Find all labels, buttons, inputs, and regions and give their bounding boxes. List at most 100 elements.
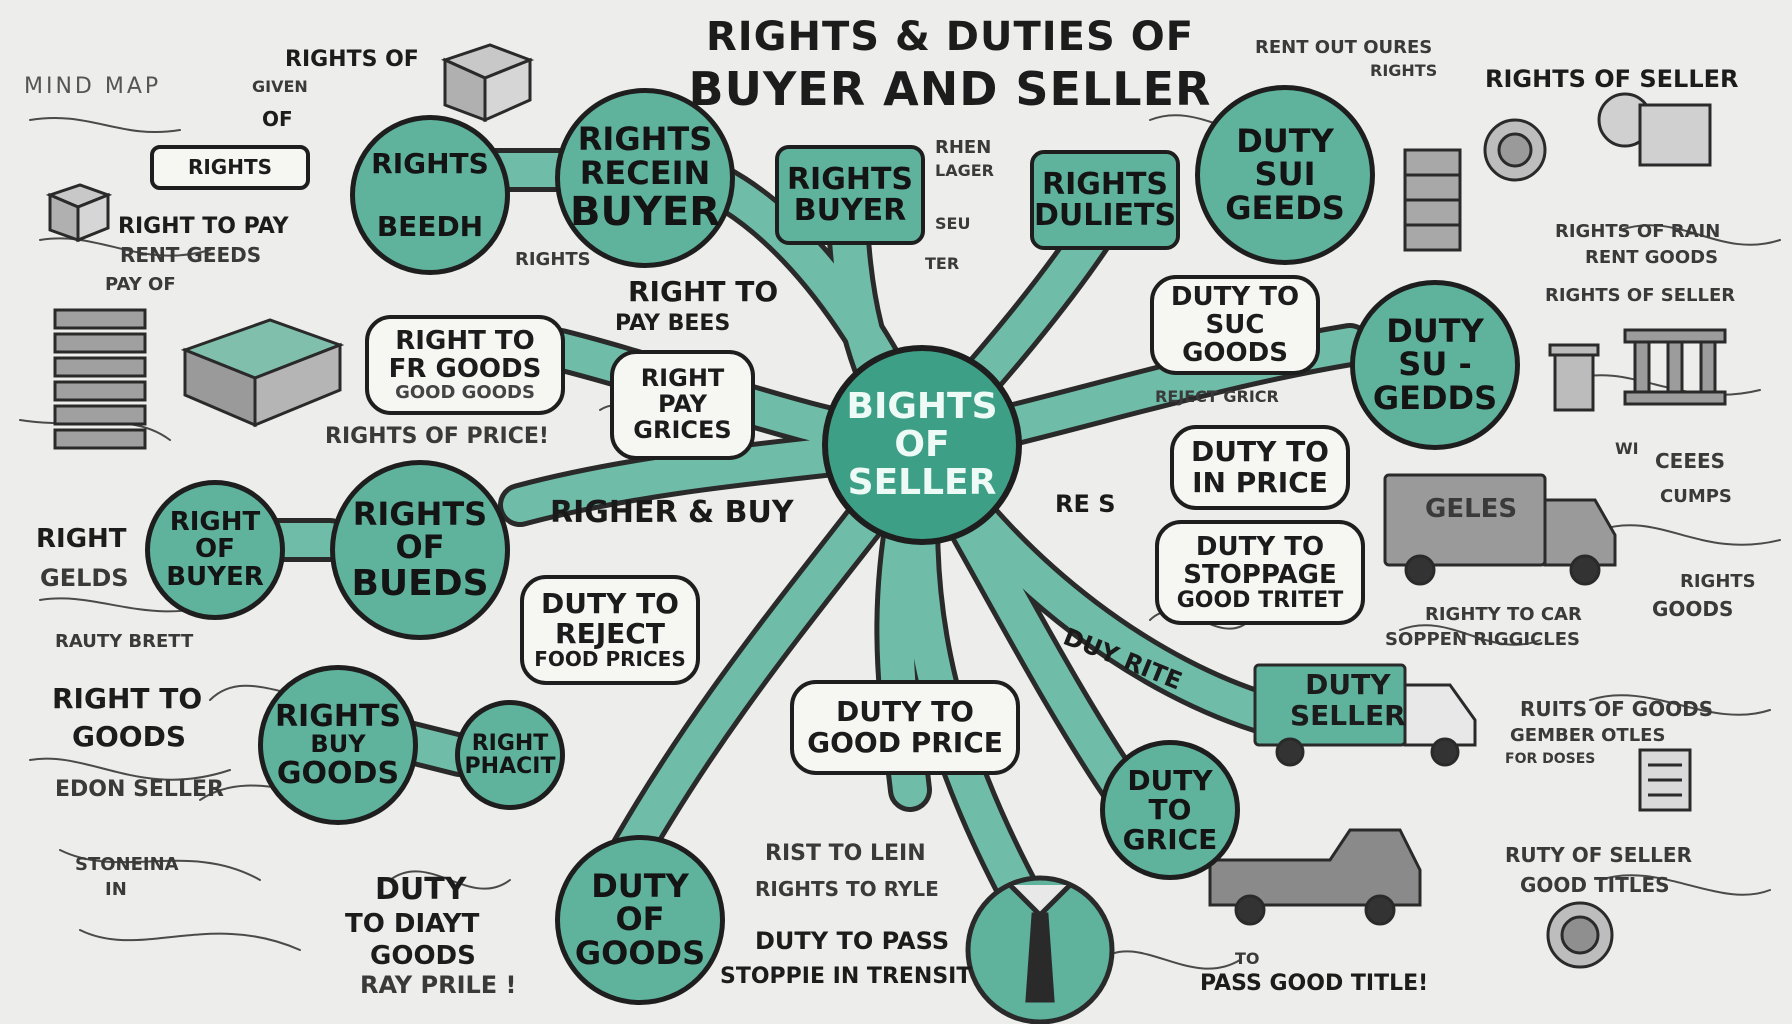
node-line: PHACIT [464,754,556,779]
bubble-duty-reject: DUTY TO REJECT FOOD PRICES [520,575,700,685]
node-line: RIGHT [471,730,549,756]
node-line: GRICE [1122,822,1218,856]
label: RIGHTS OF SELLER [1485,65,1739,93]
building-icon [1597,92,1712,167]
title-line-1: RIGHTS & DUTIES OF [705,14,1195,60]
label: RIGHTS OF SELLER [1545,285,1736,306]
coin-icon-top [1483,118,1547,182]
corner-label: MIND MAP [24,74,162,99]
node-line: DUTY [1127,763,1213,797]
bubble-line: DUTY TO [540,586,679,620]
bubble-line: DUTY TO [835,695,974,729]
bubble-line: RIGHT [640,364,725,393]
bubble-duty-good-price: DUTY TO GOOD PRICE [790,680,1020,775]
bubble-line: GOOD TRITET [1176,587,1344,613]
label: SEU [935,214,971,233]
label: LAGER [935,161,994,180]
label: IN [105,879,127,900]
label: CEEES [1655,449,1726,473]
label: RUITS OF GOODS [1520,697,1714,721]
node-duty-to-grice: DUTY TO GRICE [1100,740,1240,880]
label: DUTY TO PASS [755,927,950,955]
bubble-line: REJECT [555,617,665,651]
bubble-duty-in-price: DUTY TO IN PRICE [1170,425,1350,510]
node-line: DULIETS [1033,198,1177,233]
label: GELDS [40,564,129,592]
node-rights-buyer: RIGHTS BUYER [775,145,925,245]
center-line-2: OF [894,424,950,466]
node-line: BUYER [793,193,907,228]
bubble-duty-stoppage: DUTY TO STOPPAGE GOOD TRITET [1155,520,1365,625]
label: DUTY [375,872,467,907]
truck-label: GELES [1425,494,1518,524]
bubble-right-pay-grices: RIGHT PAY GRICES [610,350,755,460]
node-duty-seller: DUTY SELLER [1290,668,1406,732]
label: STONEINA [75,854,179,875]
label: TO DIAYT [345,909,480,939]
node-line: OF [195,534,235,565]
label: TO [1235,949,1260,968]
label: GIVEN [252,77,308,96]
box-icon-left [45,183,113,243]
label: RIGHT TO PAY [118,214,289,239]
label: RIGHTS [1370,61,1438,80]
node-line: BUYER [166,561,264,592]
label: STOPPIE IN TRENSIT [720,964,972,989]
bubble-line: FR GOODS [388,354,542,385]
bubble-line: RIGHT TO [395,326,535,357]
label: RIGHTS OF [285,47,419,72]
node-line: RIGHTS [371,146,489,180]
label: GOOD TITLES [1520,873,1670,897]
label: RUTY OF SELLER [1505,843,1692,867]
label: GOODS [72,720,186,753]
filing-cabinet-icon [1403,148,1462,252]
node-rights-duliets: RIGHTS DULIETS [1030,150,1180,250]
label: RENT OUT OURES [1255,37,1433,58]
node-right-of-buyer: RIGHT OF BUYER [145,480,285,620]
bubble-line: GOOD GOODS [395,382,535,404]
label: RIGHT TO [52,682,203,715]
label: RENT GEEDS [120,243,262,267]
bubble-line: GOODS [1182,338,1288,369]
label: PASS GOOD TITLE! [1200,971,1429,996]
node-line: SELLER [1290,698,1406,732]
label: CUMPS [1660,486,1732,507]
bubble-line: DUTY TO [1190,435,1329,469]
label: GOODS [1652,597,1734,621]
label: TER [925,254,960,273]
node-line: BUY [310,730,366,759]
bubble-line: DUTY TO [1170,281,1300,312]
stack-of-goods-icon [180,318,345,428]
band-re-s: RE S [1055,490,1116,518]
node-line: DUTY [591,866,689,905]
bubble-rights-top-left: RIGHTS [150,145,310,190]
band-right-to: RIGHT TO [628,275,779,308]
label: GEMBER OTLES [1510,725,1666,746]
node-line: RIGHTS [577,120,713,159]
node-line: BEEDH [376,210,484,243]
node-duty-sui-geeds: DUTY SUI GEEDS [1195,85,1375,265]
bubble-right-for-goods: RIGHT TO FR GOODS GOOD GOODS [365,315,565,415]
label: RAUTY BRETT [55,631,194,652]
node-line: DUTY [1305,668,1391,701]
truck-icon-2 [1253,663,1477,767]
label: PAY BEES [615,311,731,336]
label: RAY PRILE ! [360,971,517,999]
bubble-line: RIGHTS [187,154,273,179]
trash-can-icon [1548,343,1600,412]
truck-icon-3 [1208,828,1422,926]
node-duty-of-goods: DUTY OF GOODS [555,835,725,1005]
label: REJECT GRICR [1155,387,1279,406]
book-stack-icon [53,308,147,450]
node-line: SU - [1398,345,1472,384]
document-icon [1638,748,1692,812]
bubble-line: GRICES [633,415,732,444]
seal-icon [1546,901,1614,969]
label: FOR DOSES [1505,751,1596,767]
node-line: GEDDS [1372,378,1498,417]
node-rights-recein-buyer: RIGHTS RECEIN BUYER [555,88,735,268]
person-tie-icon [965,875,1115,1024]
bubble-line: STOPPAGE [1183,559,1337,590]
label: RIST TO LEIN [765,841,926,866]
